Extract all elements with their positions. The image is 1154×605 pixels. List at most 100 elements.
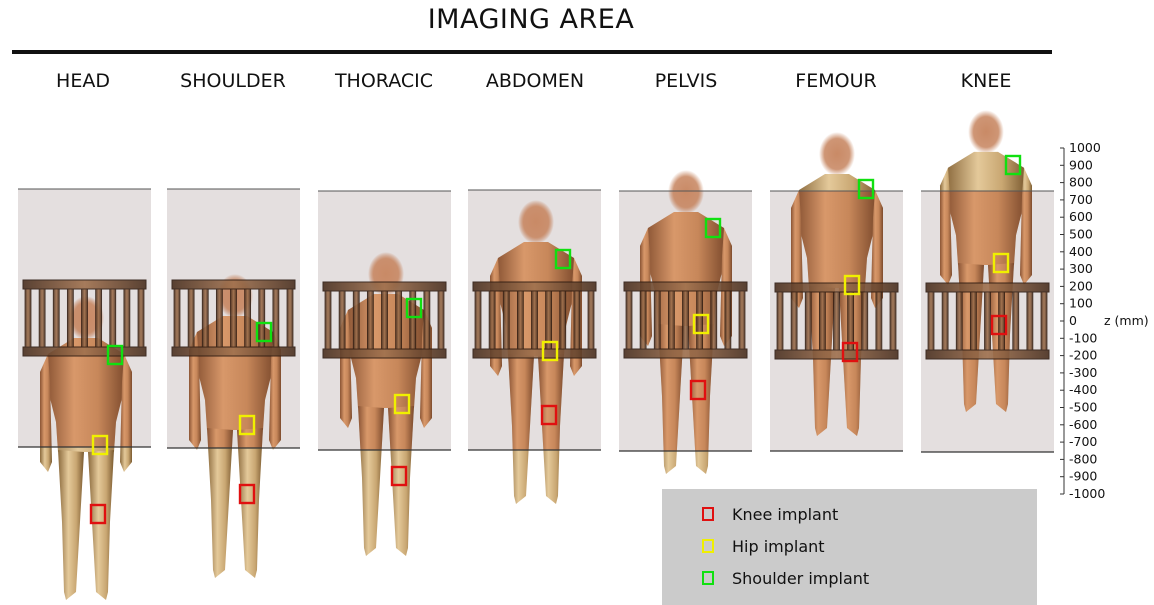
z-axis-tick-label: -700 bbox=[1069, 434, 1097, 449]
rf-coil-head-rung bbox=[110, 289, 116, 347]
rf-coil-femour-rung bbox=[777, 292, 783, 350]
rf-coil-pelvis-rung bbox=[739, 291, 745, 349]
rf-coil-femour-bottom-ring bbox=[775, 350, 898, 359]
panel-knee bbox=[921, 110, 1054, 452]
z-axis-tick-label: -300 bbox=[1069, 365, 1097, 380]
rf-coil-head-rung bbox=[39, 289, 45, 347]
rf-coil-shoulder bbox=[172, 280, 295, 356]
rf-coil-abdomen-rung bbox=[517, 291, 523, 349]
body-head-left-leg bbox=[58, 450, 84, 600]
rf-coil-knee-rung bbox=[970, 292, 976, 350]
rf-coil-thoracic-rung bbox=[382, 291, 388, 349]
rf-coil-knee bbox=[926, 283, 1049, 359]
rf-coil-pelvis-top-ring bbox=[624, 282, 747, 291]
legend: Knee implant Hip implant Shoulder implan… bbox=[662, 489, 1037, 605]
rf-coil-knee-top-ring bbox=[926, 283, 1049, 292]
rf-coil-knee-rung bbox=[985, 292, 991, 350]
rf-coil-head-rung bbox=[53, 289, 59, 347]
z-axis-tick-label: 300 bbox=[1069, 261, 1093, 276]
rf-coil-knee-bottom-ring bbox=[926, 350, 1049, 359]
rf-coil-abdomen-rung bbox=[574, 291, 580, 349]
rf-coil-pelvis-rung bbox=[711, 291, 717, 349]
rf-coil-thoracic-top-ring bbox=[323, 282, 446, 291]
rf-coil-thoracic-rung bbox=[424, 291, 430, 349]
rf-coil-head bbox=[23, 280, 146, 356]
panel-abdomen bbox=[468, 190, 601, 504]
legend-label-shoulder: Shoulder implant bbox=[732, 569, 869, 588]
skin-abdomen-head bbox=[518, 200, 554, 244]
rf-coil-abdomen-top-ring bbox=[473, 282, 596, 291]
rf-coil-shoulder-rung bbox=[245, 289, 251, 347]
rf-coil-shoulder-rung bbox=[188, 289, 194, 347]
z-axis-tick-label: -800 bbox=[1069, 451, 1097, 466]
rf-coil-pelvis-rung bbox=[697, 291, 703, 349]
rf-coil-shoulder-top-ring bbox=[172, 280, 295, 289]
rf-coil-femour bbox=[775, 283, 898, 359]
body-shoulder-left-leg bbox=[207, 428, 233, 578]
body-head-right-leg bbox=[88, 450, 114, 600]
rf-coil-shoulder-rung bbox=[202, 289, 208, 347]
rf-coil-abdomen bbox=[473, 282, 596, 358]
z-axis-tick-label: -100 bbox=[1069, 330, 1097, 345]
rf-coil-femour-rung bbox=[805, 292, 811, 350]
rf-coil-head-rung bbox=[25, 289, 31, 347]
rf-coil-abdomen-bottom-ring bbox=[473, 349, 596, 358]
rf-coil-head-rung bbox=[67, 289, 73, 347]
rf-coil-thoracic-rung bbox=[339, 291, 345, 349]
rf-coil-pelvis-rung bbox=[640, 291, 646, 349]
rf-coil-thoracic bbox=[323, 282, 446, 358]
rf-coil-head-rung bbox=[138, 289, 144, 347]
rf-coil-head-bottom-ring bbox=[23, 347, 146, 356]
legend-item-shoulder: Shoulder implant bbox=[702, 566, 869, 590]
rf-coil-thoracic-rung bbox=[367, 291, 373, 349]
z-axis-tick-label: -900 bbox=[1069, 469, 1097, 484]
z-axis-tick-label: 500 bbox=[1069, 227, 1093, 242]
z-axis-tick-label: -500 bbox=[1069, 400, 1097, 415]
panel-shoulder bbox=[167, 189, 300, 578]
rf-coil-knee-rung bbox=[1027, 292, 1033, 350]
rf-coil-abdomen-rung bbox=[588, 291, 594, 349]
legend-swatch-shoulder bbox=[702, 571, 714, 585]
rf-coil-femour-rung bbox=[876, 292, 882, 350]
rf-coil-femour-rung bbox=[834, 292, 840, 350]
rf-coil-shoulder-bottom-ring bbox=[172, 347, 295, 356]
rf-coil-head-rung bbox=[96, 289, 102, 347]
rf-coil-pelvis-rung bbox=[668, 291, 674, 349]
rf-coil-abdomen-rung bbox=[560, 291, 566, 349]
rf-coil-shoulder-rung bbox=[259, 289, 265, 347]
panel-pelvis bbox=[619, 170, 752, 474]
rf-coil-abdomen-rung bbox=[475, 291, 481, 349]
rf-coil-pelvis-rung bbox=[683, 291, 689, 349]
rf-coil-pelvis-rung bbox=[654, 291, 660, 349]
rf-coil-knee-rung bbox=[956, 292, 962, 350]
panel-head bbox=[18, 189, 151, 600]
panel-thoracic bbox=[318, 191, 451, 556]
panel-femour bbox=[770, 132, 903, 451]
rf-coil-femour-rung bbox=[848, 292, 854, 350]
rf-coil-pelvis-rung bbox=[725, 291, 731, 349]
z-axis-tick-label: 100 bbox=[1069, 296, 1093, 311]
legend-label-knee: Knee implant bbox=[732, 505, 838, 524]
rf-coil-thoracic-rung bbox=[325, 291, 331, 349]
z-axis-tick-label: -400 bbox=[1069, 382, 1097, 397]
rf-coil-head-rung bbox=[82, 289, 88, 347]
rf-coil-femour-rung bbox=[819, 292, 825, 350]
rf-coil-thoracic-rung bbox=[353, 291, 359, 349]
rf-coil-head-top-ring bbox=[23, 280, 146, 289]
rf-coil-pelvis-rung bbox=[626, 291, 632, 349]
z-axis-tick-label: 1000 bbox=[1069, 140, 1101, 155]
rf-coil-femour-rung bbox=[890, 292, 896, 350]
z-axis-tick-label: -1000 bbox=[1069, 486, 1105, 501]
body-femour-head bbox=[819, 132, 855, 176]
rf-coil-shoulder-rung bbox=[287, 289, 293, 347]
legend-item-knee: Knee implant bbox=[702, 502, 838, 526]
legend-swatch-knee bbox=[702, 507, 714, 521]
legend-label-hip: Hip implant bbox=[732, 537, 825, 556]
rf-coil-abdomen-rung bbox=[489, 291, 495, 349]
rf-coil-thoracic-rung bbox=[396, 291, 402, 349]
rf-coil-abdomen-rung bbox=[546, 291, 552, 349]
rf-coil-shoulder-rung bbox=[174, 289, 180, 347]
z-axis-tick-label: 400 bbox=[1069, 244, 1093, 259]
rf-coil-shoulder-rung bbox=[231, 289, 237, 347]
rf-coil-femour-rung bbox=[862, 292, 868, 350]
